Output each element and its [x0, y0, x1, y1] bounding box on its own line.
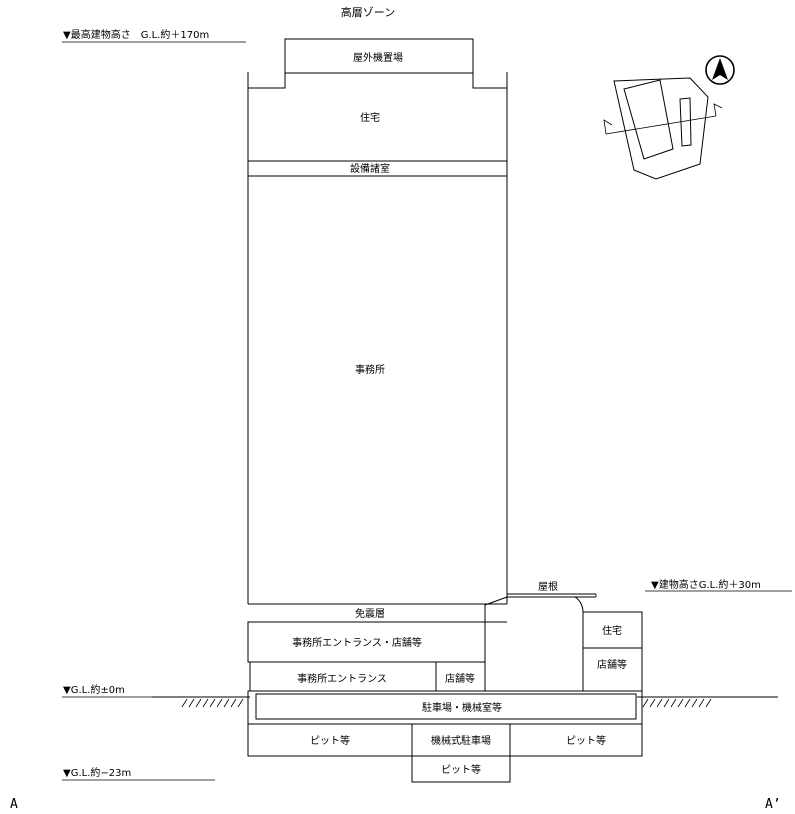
pit-bottom	[411, 755, 511, 783]
level-label-bottom: ▼G.L.約−23m	[63, 766, 131, 779]
label-parking-machine: 駐車場・機械室等	[422, 701, 502, 714]
section-cut-end-right	[713, 103, 723, 117]
ground-hatch-right	[642, 698, 712, 708]
label-outdoor-equipment: 屋外機置場	[353, 51, 403, 64]
section-cut-end-left	[603, 119, 613, 135]
low-building-footprint	[679, 97, 692, 147]
label-roof: 屋根	[538, 580, 558, 593]
level-marker-top: ▼最高建物高さ G.L.約＋170m	[62, 28, 246, 43]
level-marker-bottom: ▼G.L.約−23m	[62, 766, 215, 781]
basement: 駐車場・機械室等 ピット等 機械式駐車場 ピット等 ピット等	[247, 690, 643, 783]
label-pit-bottom: ピット等	[441, 763, 481, 776]
office-entrance-shops-block	[247, 621, 486, 663]
ground-line	[152, 696, 778, 708]
level-label-right: ▼建物高さG.L.約＋30m	[651, 578, 761, 591]
label-equipment-rooms: 設備諸室	[350, 162, 390, 175]
label-shops-small: 店舗等	[445, 672, 475, 685]
label-residence-high: 住宅	[360, 111, 380, 124]
site-outline	[613, 77, 709, 180]
label-office: 事務所	[355, 363, 385, 376]
key-plan	[603, 77, 723, 180]
label-seismic-isolation: 免震層	[355, 607, 385, 620]
ground-hatch-left	[181, 698, 244, 708]
diagram-title: 高層ゾーン	[341, 5, 395, 19]
level-marker-right: ▼建物高さG.L.約＋30m	[645, 578, 792, 592]
tower-footprint	[623, 79, 674, 160]
label-office-entrance-shops: 事務所エントランス・店舗等	[292, 636, 422, 649]
north-arrow-icon	[705, 55, 735, 85]
tower: 屋外機置場 住宅 設備諸室 事務所 免震層	[247, 38, 508, 623]
section-marker-a-prime: A’	[765, 797, 781, 812]
level-label-top: ▼最高建物高さ G.L.約＋170m	[63, 28, 209, 41]
label-residence-low: 住宅	[602, 624, 622, 637]
label-mechanical-parking: 機械式駐車場	[431, 734, 491, 747]
podium: 事務所エントランス・店舗等 事務所エントランス 店舗等 屋根 住宅 店舗等	[247, 580, 643, 692]
label-pit-right: ピット等	[566, 734, 606, 747]
label-shops-low: 店舗等	[597, 658, 627, 671]
label-office-entrance: 事務所エントランス	[297, 672, 387, 685]
level-marker-ground: ▼G.L.約±0m	[62, 683, 152, 698]
label-pit-left: ピット等	[310, 734, 350, 747]
parking-machine-room	[255, 693, 637, 720]
level-label-ground: ▼G.L.約±0m	[63, 683, 125, 696]
outdoor-equipment-area	[284, 38, 474, 74]
section-cut-line	[605, 115, 717, 135]
section-marker-a: A	[10, 797, 18, 812]
